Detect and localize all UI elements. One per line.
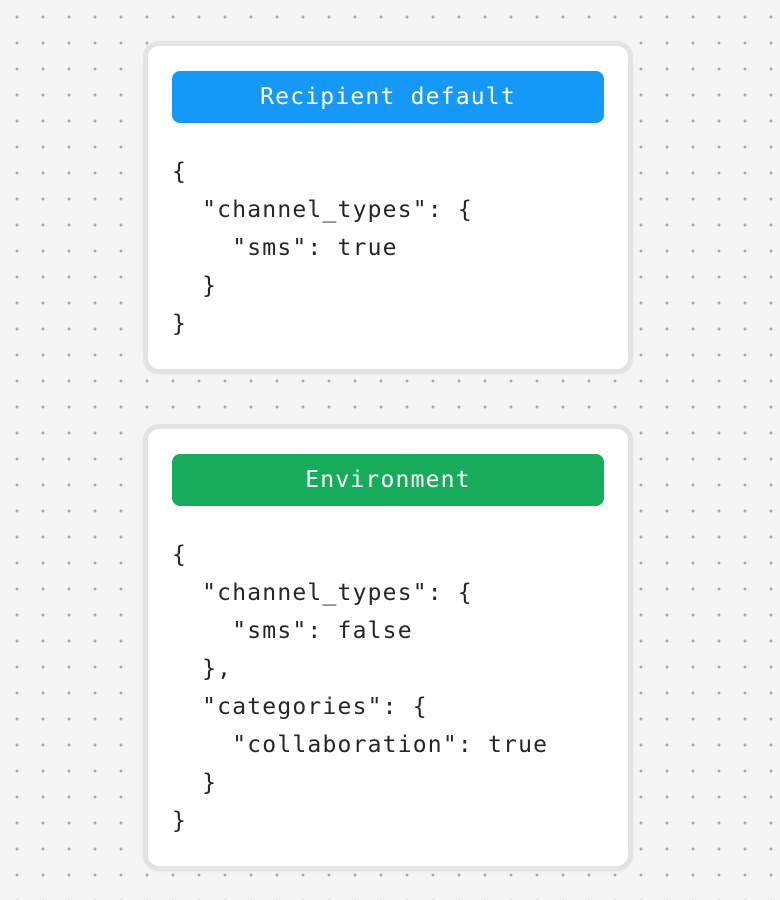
card-recipient-default: Recipient default { "channel_types": { "… xyxy=(143,41,633,374)
environment-badge: Environment xyxy=(172,454,604,506)
code-line: } xyxy=(172,311,188,337)
code-line: } xyxy=(172,808,188,834)
code-line: "channel_types": { xyxy=(172,197,473,223)
code-line: "channel_types": { xyxy=(172,580,473,606)
code-line: { xyxy=(172,159,188,185)
recipient-default-code-block: { "channel_types": { "sms": true } } xyxy=(172,153,604,343)
code-line: { xyxy=(172,542,188,568)
code-line: "sms": true xyxy=(172,235,398,261)
card-stack: Recipient default { "channel_types": { "… xyxy=(143,0,633,871)
code-line: }, xyxy=(172,656,233,682)
code-line: "collaboration": true xyxy=(172,732,549,758)
environment-code-block: { "channel_types": { "sms": false }, "ca… xyxy=(172,536,604,840)
card-environment: Environment { "channel_types": { "sms": … xyxy=(143,424,633,871)
code-line: "sms": false xyxy=(172,618,413,644)
recipient-default-badge: Recipient default xyxy=(172,71,604,123)
code-line: "categories": { xyxy=(172,694,428,720)
code-line: } xyxy=(172,770,218,796)
code-line: } xyxy=(172,273,218,299)
